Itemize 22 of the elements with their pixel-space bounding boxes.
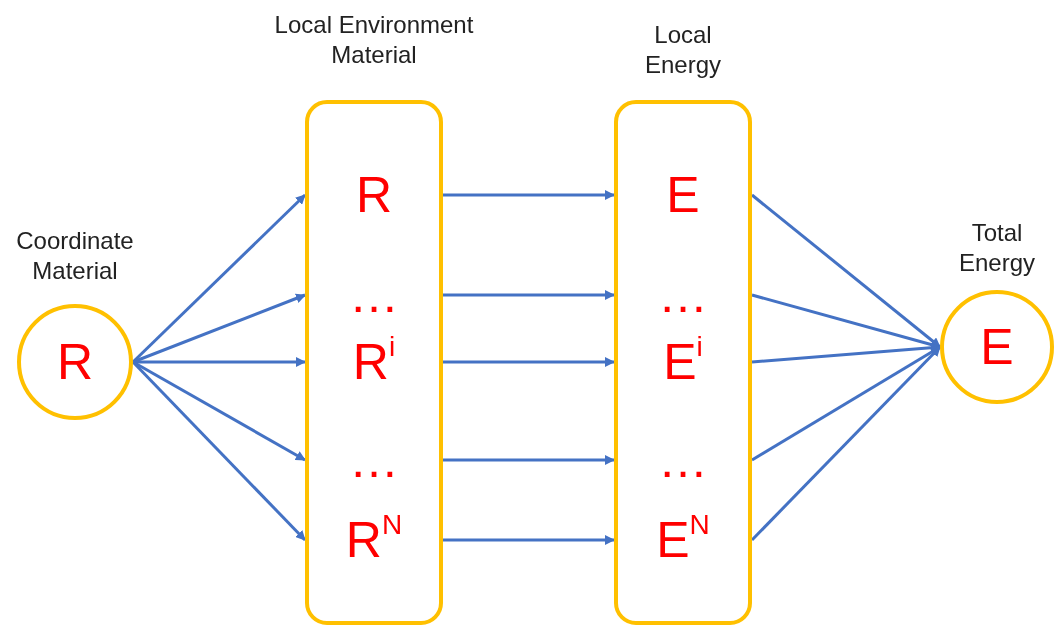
symbol-label: … (349, 435, 399, 485)
heading: Local Energy (643, 20, 722, 80)
arrow (443, 290, 615, 300)
heading: Local Environment Material (273, 10, 475, 70)
symbol-label: R (355, 170, 393, 220)
symbol-label: E$^{i}$ (663, 337, 703, 387)
symbol-label: E (666, 170, 700, 220)
symbol-label: … (658, 435, 708, 485)
symbol-label: R$^{N}$ (345, 515, 403, 565)
arrow (443, 357, 615, 367)
symbol-label: R (56, 337, 94, 387)
heading: Coordinate Material (15, 226, 135, 286)
symbol-label: E$^{N}$ (656, 515, 710, 565)
arrow (443, 190, 615, 200)
arrow (443, 535, 615, 545)
symbol-label: … (658, 270, 708, 320)
symbol-label: E (980, 322, 1014, 372)
symbol-label: … (349, 270, 399, 320)
heading: Total Energy (957, 218, 1036, 278)
symbol-label: R$^{i}$ (352, 337, 396, 387)
arrow (443, 455, 615, 465)
arrow (133, 357, 306, 367)
